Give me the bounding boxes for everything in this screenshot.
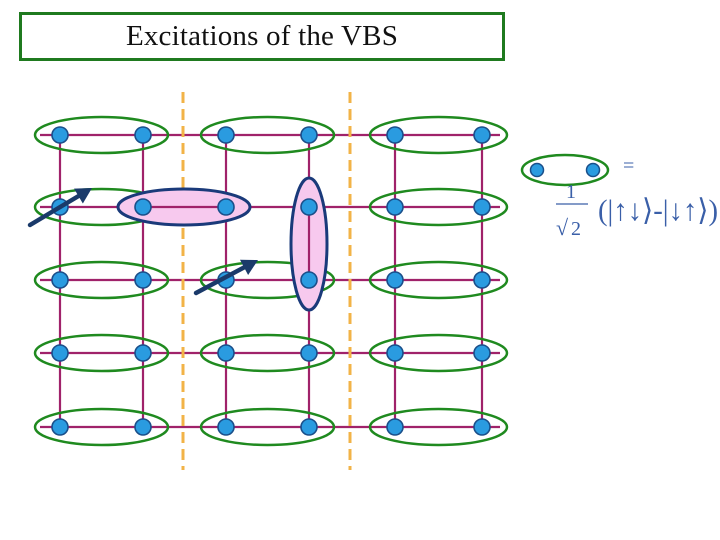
lattice-site [217,198,235,216]
lattice-site [217,344,235,362]
lattice-site [134,126,152,144]
fraction-numerator: 1 [566,181,576,203]
title-box: Excitations of the VBS [19,12,505,61]
excited-bonds [116,176,329,312]
lattice-site [386,418,404,436]
fraction-denominator: 2 [571,218,581,240]
legend-site [585,162,601,178]
singlet-ring [33,407,170,447]
lattice-sites [51,126,491,436]
lattice-site [134,198,152,216]
singlet-legend: = 1 √ 2 (|↑↓⟩-|↓↑⟩) [520,153,718,240]
singlet-state-expression: (|↑↓⟩-|↓↑⟩) [598,194,718,227]
sqrt-symbol: √ [556,215,569,240]
legend-site [529,162,545,178]
singlet-ring [199,115,336,155]
lattice-site [134,344,152,362]
legend-singlet-ring [520,153,610,187]
lattice-site [134,418,152,436]
lattice-site [386,198,404,216]
lattice-site [217,126,235,144]
singlet-ring [368,407,509,447]
page-title: Excitations of the VBS [125,20,399,52]
lattice-site [473,198,491,216]
singlet-ring [368,260,509,300]
spin-arrow-shaft [27,190,86,228]
lattice-site [473,344,491,362]
spin-arrow-head [240,259,258,276]
singlet-ring [33,333,170,373]
singlet-ring [33,115,170,155]
lattice-site [473,126,491,144]
singlet-ring [33,260,170,300]
singlet-ring [368,115,509,155]
singlet-rings [33,115,509,447]
equals-sign: = [623,155,634,177]
singlet-ring [368,187,509,227]
spin-arrows [27,188,258,296]
lattice-site [51,418,69,436]
dashed-boundaries [181,92,352,470]
singlet-ring [199,333,336,373]
lattice-bonds [40,133,500,429]
lattice-site [51,344,69,362]
lattice-site [300,126,318,144]
spin-arrow-shaft [193,262,252,296]
lattice-site [51,271,69,289]
lattice-site [386,271,404,289]
lattice-site [300,344,318,362]
lattice-site [217,418,235,436]
spin-arrow-head [74,188,92,204]
lattice-site [300,271,318,289]
singlet-ring [199,260,336,300]
singlet-ring [199,407,336,447]
lattice-site [386,344,404,362]
lattice-site [473,418,491,436]
lattice-site [51,126,69,144]
lattice-site [386,126,404,144]
singlet-ring [368,333,509,373]
lattice-site [300,418,318,436]
lattice-site [473,271,491,289]
lattice-site [300,198,318,216]
lattice-site [134,271,152,289]
